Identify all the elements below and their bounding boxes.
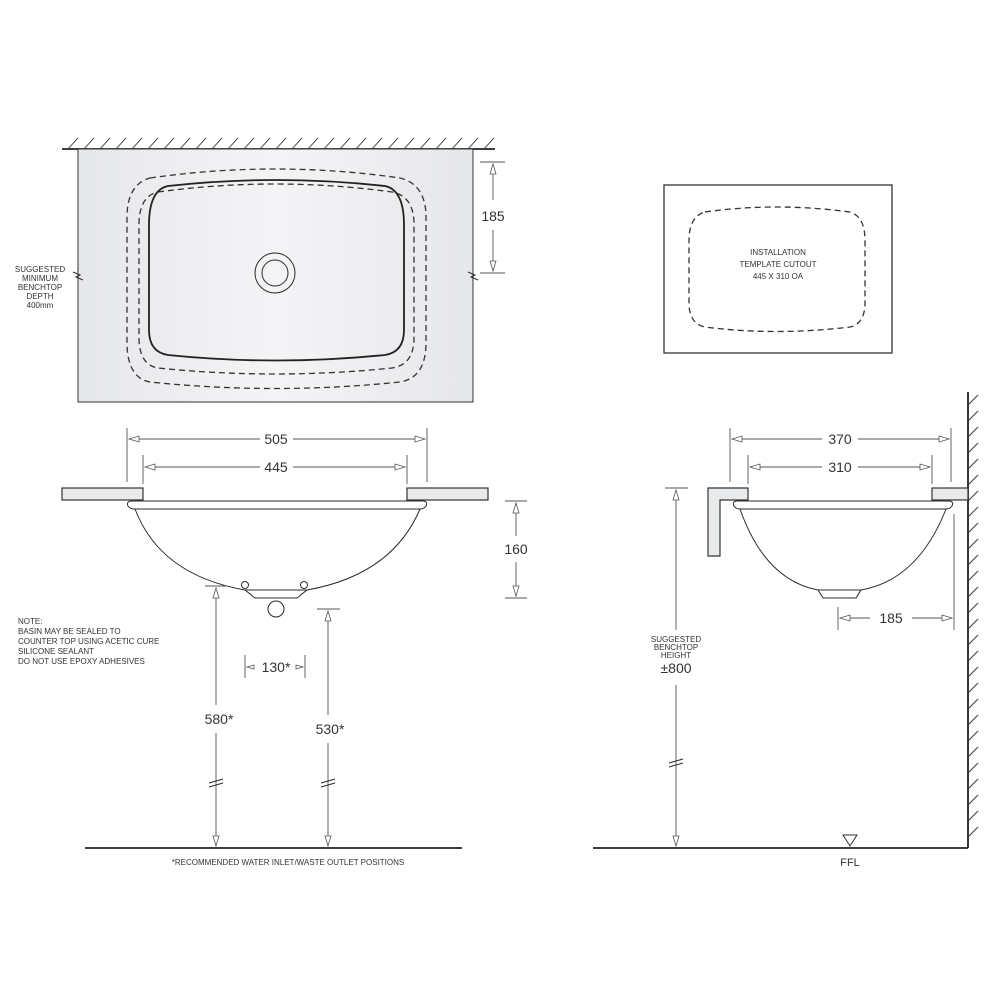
svg-text:400mm: 400mm	[27, 301, 54, 310]
dim-drain-offset: 185	[481, 208, 505, 224]
installation-template: INSTALLATION TEMPLATE CUTOUT 445 X 310 O…	[663, 184, 893, 354]
drain-icon	[261, 259, 289, 287]
dim-overall-width: 505	[264, 431, 288, 447]
dim-inlet-height: 580*	[205, 711, 234, 727]
benchtop-plan	[77, 148, 474, 403]
drain-outer-ring	[254, 252, 296, 294]
svg-text:SUGGESTED: SUGGESTED	[651, 635, 701, 644]
basin-rim-outline	[138, 183, 415, 375]
svg-text:BASIN MAY BE SEALED TO: BASIN MAY BE SEALED TO	[18, 627, 121, 636]
benchtop-back	[931, 487, 969, 501]
floor-level-label: FFL	[840, 857, 860, 869]
benchtop-front-edge	[707, 487, 749, 557]
waste-outlet	[267, 600, 285, 618]
basin-rim-side	[732, 500, 954, 510]
basin-bowl-side	[739, 508, 947, 599]
water-inlet-right	[300, 581, 308, 589]
break-mark-right	[467, 271, 479, 281]
dim-cutout-width: 445	[264, 459, 288, 475]
svg-text:SUGGESTED: SUGGESTED	[15, 265, 65, 274]
wall-hatch	[67, 137, 495, 150]
benchtop-height-label: SUGGESTED BENCHTOP HEIGHT	[651, 635, 701, 660]
svg-text:BENCHTOP: BENCHTOP	[18, 283, 62, 292]
front-elevation: 505 445 160 130*	[61, 428, 528, 867]
level-marker-icon	[842, 834, 858, 847]
dim-outlet-height: 530*	[316, 721, 345, 737]
benchtop-right	[406, 487, 489, 501]
svg-text:MINIMUM: MINIMUM	[22, 274, 58, 283]
template-title: INSTALLATION	[750, 248, 806, 257]
installation-note: NOTE: BASIN MAY BE SEALED TO COUNTER TOP…	[18, 617, 159, 666]
break-mark	[208, 778, 224, 788]
water-inlet-left	[241, 581, 249, 589]
svg-text:NOTE:: NOTE:	[18, 617, 42, 626]
svg-text:DEPTH: DEPTH	[26, 292, 53, 301]
plan-view: 185 SUGGESTED MINIMUM BENCHTOP DEPTH 400…	[15, 137, 505, 403]
svg-text:DO NOT USE EPOXY ADHESIVES: DO NOT USE EPOXY ADHESIVES	[18, 657, 145, 666]
side-elevation: 370 310 185 SUGGESTED BENCHTOP	[593, 392, 979, 869]
wall-hatch-side	[967, 394, 979, 838]
dim-waste-spacing: 130*	[262, 659, 291, 675]
dim-cutout-depth: 310	[828, 459, 852, 475]
svg-text:HEIGHT: HEIGHT	[661, 651, 691, 660]
benchtop-depth-label: SUGGESTED MINIMUM BENCHTOP DEPTH 400mm	[15, 265, 65, 310]
dim-benchtop-height: ±800	[660, 660, 691, 676]
benchtop-left	[61, 487, 144, 501]
basin-rim	[126, 500, 428, 510]
basin-bowl-front	[134, 508, 421, 599]
svg-text:BENCHTOP: BENCHTOP	[654, 643, 698, 652]
template-size: 445 X 310 OA	[753, 272, 804, 281]
template-cutout-outline	[688, 206, 866, 333]
template-frame	[663, 184, 893, 354]
dim-wall-to-center: 185	[879, 610, 903, 626]
break-mark-left	[72, 271, 84, 281]
dim-overall-depth: 370	[828, 431, 852, 447]
footnote: *RECOMMENDED WATER INLET/WASTE OUTLET PO…	[172, 858, 404, 867]
basin-bowl	[148, 179, 405, 362]
svg-text:SILICONE SEALANT: SILICONE SEALANT	[18, 647, 94, 656]
dim-depth: 160	[504, 541, 528, 557]
template-subtitle: TEMPLATE CUTOUT	[739, 260, 816, 269]
svg-text:COUNTER TOP USING ACETIC CURE: COUNTER TOP USING ACETIC CURE	[18, 637, 159, 646]
